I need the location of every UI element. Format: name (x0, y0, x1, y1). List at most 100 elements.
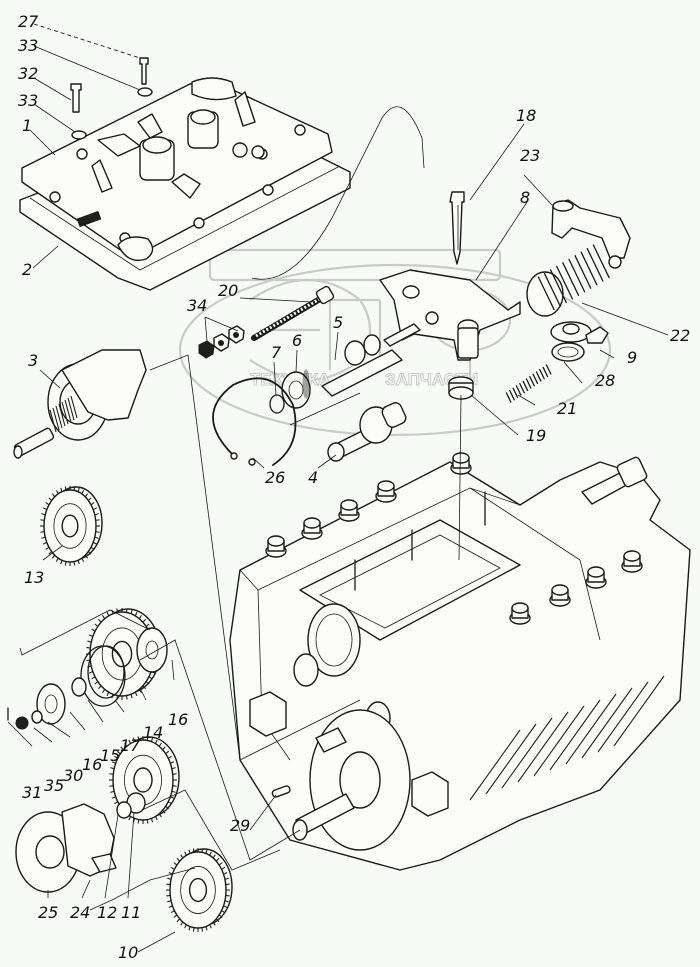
part-coupling-24-25 (15, 803, 117, 893)
spring-coil (580, 251, 598, 286)
spring-coil (525, 378, 532, 389)
callout-27: 27 (18, 12, 39, 31)
spring-coil (592, 244, 610, 279)
callout-32: 32 (18, 64, 39, 83)
spline (70, 395, 78, 419)
bearing-16-upper (136, 627, 168, 673)
callout-8: 8 (520, 188, 531, 207)
spring-coil (556, 265, 574, 300)
spring-coil (586, 247, 604, 282)
spring-coil (537, 276, 555, 311)
callout-11: 11 (121, 903, 142, 922)
part-lever-9-washer-28 (550, 321, 609, 362)
callout-28: 28 (595, 371, 616, 390)
helix-line (501, 717, 553, 789)
callout-13: 13 (24, 568, 45, 587)
helix-line (485, 723, 537, 795)
spline (55, 405, 63, 429)
part-shaft-5 (321, 323, 421, 397)
spline (58, 403, 66, 427)
spring-coils (537, 244, 610, 311)
callout-9: 9 (627, 348, 638, 367)
spring-coil (545, 364, 552, 375)
callout-22: 22 (670, 326, 691, 345)
callout-33-lower: 33 (18, 91, 39, 110)
spring-coil (529, 375, 535, 387)
plug-bolt (265, 535, 287, 558)
watermark-oval-icon (178, 263, 612, 437)
helix-line (533, 705, 585, 777)
helix-line (565, 693, 617, 765)
watermark-banner (208, 248, 502, 282)
plug-bolt (450, 452, 472, 475)
key-29 (271, 785, 291, 798)
callout-7: 7 (271, 343, 282, 362)
callout-15: 15 (100, 746, 121, 765)
spring-coil (532, 373, 539, 385)
callout-21: 21 (557, 399, 578, 418)
plug-bolt (375, 480, 397, 503)
gear-10 (166, 848, 233, 932)
callout-23: 23 (520, 146, 541, 165)
helix-line (549, 699, 601, 771)
part-gear-cluster (7, 608, 168, 730)
part-bushing-19 (448, 376, 474, 400)
spring-coil (522, 380, 529, 392)
callout-19: 19 (526, 426, 547, 445)
spring-coils (505, 364, 552, 403)
bolt-27 (139, 57, 149, 85)
washer-15 (71, 677, 87, 697)
right-rail-plugs (509, 550, 643, 625)
helix-line (517, 711, 569, 783)
spring-coil (539, 368, 545, 380)
helix-line (613, 675, 665, 747)
part-bracket-8 (379, 269, 521, 361)
callout-33-upper: 33 (18, 36, 39, 55)
plug-bolt (509, 602, 531, 625)
helix-line (469, 729, 521, 801)
spring-coil (549, 269, 567, 304)
bolt-32 (70, 83, 82, 113)
callout-1: 1 (22, 116, 33, 135)
callout-31: 31 (22, 783, 43, 802)
part-spring-21 (505, 364, 552, 403)
part-lever-23 (551, 199, 631, 269)
part-ring-7 (269, 394, 285, 414)
callout-20: 20 (218, 281, 239, 300)
spring-coil (562, 262, 580, 296)
part-shaft-4 (327, 402, 407, 462)
top-rail-plugs (265, 452, 472, 558)
part-cover-plate (19, 57, 351, 291)
callout-5: 5 (333, 313, 344, 332)
callout-30: 30 (63, 766, 84, 785)
spring-coil (515, 385, 522, 396)
gear-13 (40, 486, 103, 566)
leader-lines (7, 23, 669, 953)
plug-bolt (585, 566, 607, 589)
callout-2: 2 (22, 260, 33, 279)
spline (61, 401, 69, 425)
spring-coil (509, 389, 515, 401)
callout-16-upper: 16 (168, 710, 189, 729)
callout-26: 26 (265, 468, 286, 487)
camshaft-helix (469, 675, 665, 801)
part-nuts-34 (198, 325, 245, 359)
spring-coil (574, 255, 592, 289)
spring-coil (542, 366, 549, 378)
spline (64, 399, 72, 423)
washer-30 (31, 710, 43, 724)
callout-18: 18 (516, 106, 537, 125)
part-pump-housing (229, 452, 691, 871)
spring-coil (519, 382, 525, 394)
pin-12 (116, 801, 132, 819)
plug-bolt (301, 517, 323, 540)
spring-coil (512, 387, 519, 399)
part-circlip-26 (212, 377, 297, 466)
callout-17: 17 (120, 736, 141, 755)
washer-33-upper (137, 87, 153, 97)
part-gear-10 (166, 848, 233, 932)
spring-coil (568, 258, 586, 293)
plug-bolt (338, 499, 360, 522)
callout-12: 12 (97, 903, 118, 922)
